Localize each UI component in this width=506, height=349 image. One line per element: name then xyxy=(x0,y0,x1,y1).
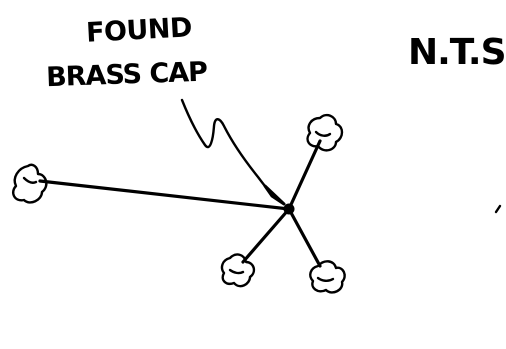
leader-arrowhead xyxy=(263,184,286,206)
scale-note-nts: N.T.S. xyxy=(408,32,506,73)
tree-symbol-southeast xyxy=(309,260,346,294)
tie-line-northeast xyxy=(287,139,322,211)
tree-symbol-northeast xyxy=(306,113,344,152)
callout-label-brass-cap: BRASS CAP xyxy=(46,57,208,94)
brass-cap-point xyxy=(283,203,295,215)
tree-symbol-southwest xyxy=(220,253,256,288)
callout-label-found: FOUND xyxy=(85,12,192,48)
tie-line-southwest xyxy=(241,207,291,264)
tie-line-west xyxy=(38,179,291,211)
cropped-mark-right-edge xyxy=(494,204,502,214)
leader-line xyxy=(180,98,274,197)
tree-symbol-west xyxy=(12,163,48,204)
tie-line-southeast xyxy=(287,207,322,268)
